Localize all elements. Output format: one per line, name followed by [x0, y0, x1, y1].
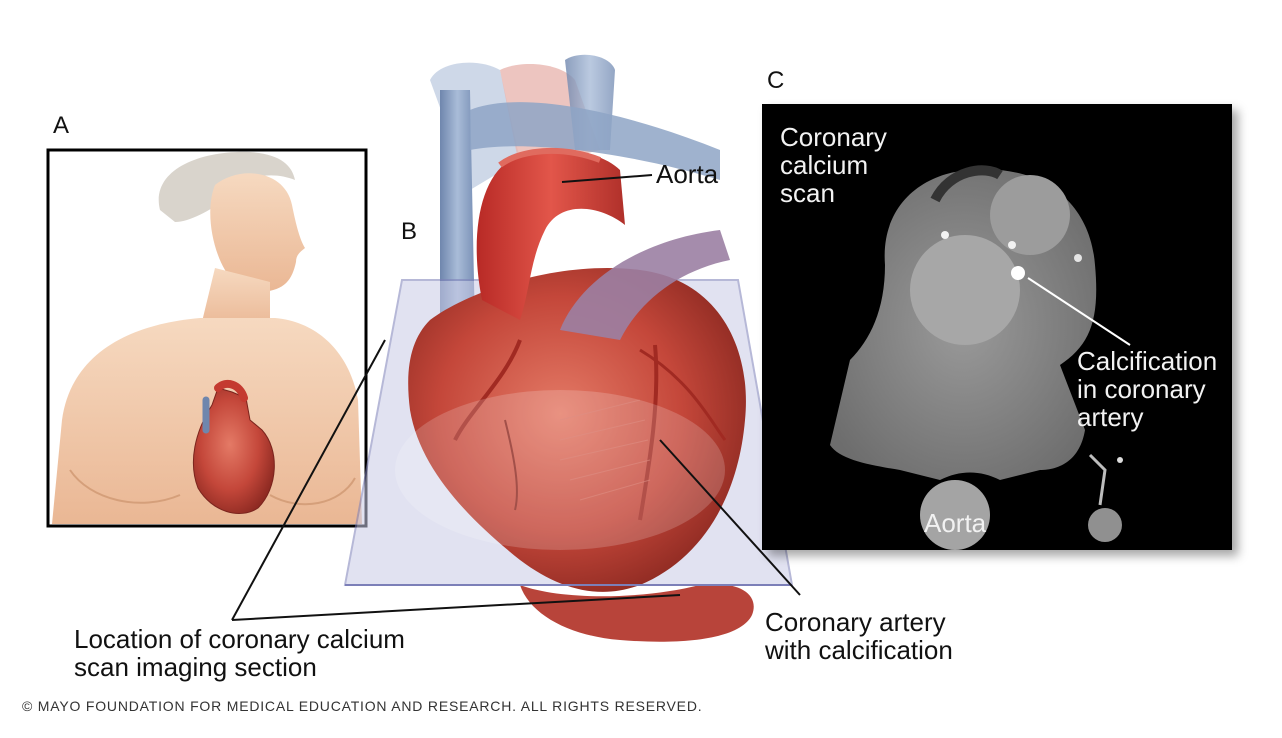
- leader-lines: [231, 174, 1131, 621]
- copyright-notice: © MAYO FOUNDATION FOR MEDICAL EDUCATION …: [22, 698, 703, 714]
- calcification-line-3: artery: [1077, 402, 1144, 432]
- aorta-label-c: Aorta: [924, 508, 987, 538]
- scan-title-line-3: scan: [780, 178, 835, 208]
- calcification-line-2: in coronary: [1077, 374, 1206, 404]
- small-heart: [192, 387, 275, 514]
- neck: [200, 268, 270, 330]
- large-heart: [408, 268, 746, 592]
- location-line-2: scan imaging section: [74, 652, 317, 682]
- vena-cava: [440, 90, 475, 340]
- scan-title: Coronary calcium scan: [780, 123, 887, 207]
- calcification-line-1: Calcification: [1077, 346, 1218, 376]
- panel-b-illustration: [343, 54, 794, 642]
- artery-line-1: Coronary artery: [765, 607, 946, 637]
- aorta-label-b: Aorta: [656, 159, 719, 189]
- scan-title-line-1: Coronary: [780, 122, 887, 152]
- artery-label: Coronary artery with calcification: [765, 608, 953, 664]
- face: [210, 173, 305, 293]
- calcification-label: Calcification in coronary artery: [1077, 347, 1217, 431]
- artery-line-2: with calcification: [765, 635, 953, 665]
- aorta-vessel: [476, 149, 625, 320]
- panel-a-illustration: [46, 148, 368, 528]
- panel-b-letter: B: [401, 218, 418, 245]
- scan-title-line-2: calcium: [780, 150, 869, 180]
- panel-c-letter: C: [767, 67, 785, 94]
- location-line-1: Location of coronary calcium: [74, 624, 405, 654]
- location-label: Location of coronary calcium scan imagin…: [74, 625, 405, 681]
- panel-a-letter: A: [53, 112, 70, 139]
- panel-c-ct-scan: [762, 104, 1232, 550]
